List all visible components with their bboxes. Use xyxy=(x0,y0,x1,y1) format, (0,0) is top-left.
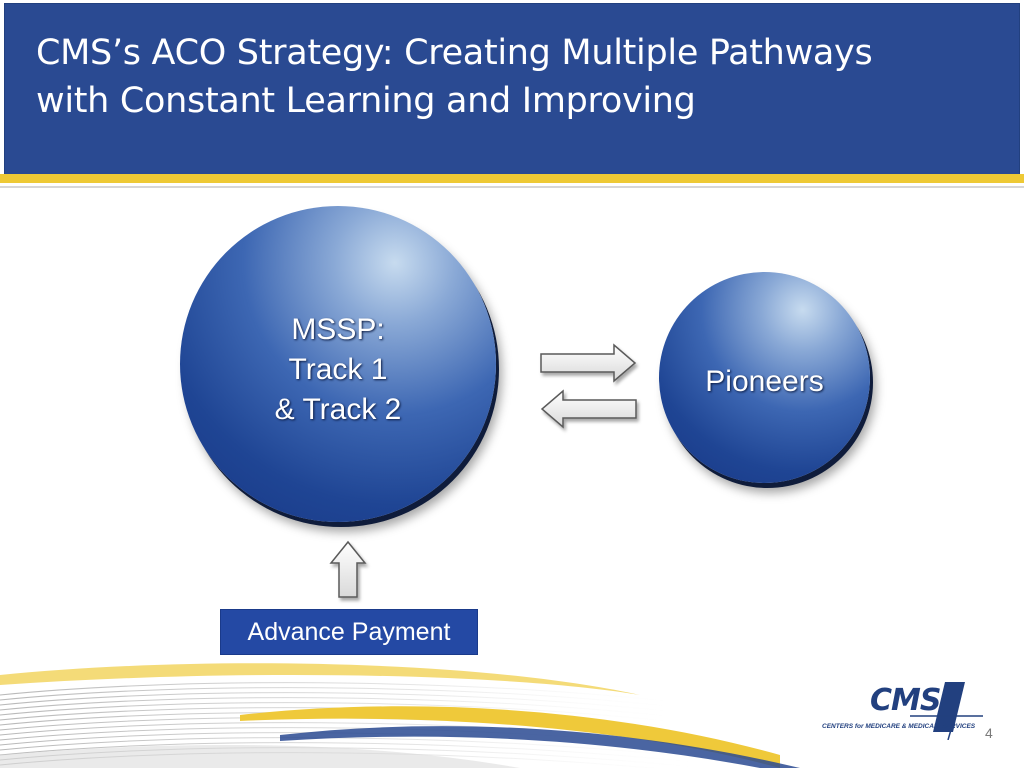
footer-swoosh xyxy=(0,663,800,768)
arrow-left-icon xyxy=(540,389,637,429)
pioneers-circle xyxy=(659,272,870,483)
mssp-label-line1: MSSP: xyxy=(291,313,385,346)
header-accent-bar xyxy=(0,174,1024,183)
cms-logo-subtitle: CENTERS for MEDICARE & MEDICAID SERVICES xyxy=(822,723,976,730)
cms-logo-icon xyxy=(910,682,983,740)
mssp-label-line2: Track 1 xyxy=(288,353,388,386)
header-divider xyxy=(0,186,1024,188)
arrow-right-icon xyxy=(540,343,637,383)
slide-header: CMS’s ACO Strategy: Creating Multiple Pa… xyxy=(4,3,1020,175)
advance-payment-box: Advance Payment xyxy=(220,609,478,655)
mssp-circle xyxy=(180,206,496,522)
pioneers-label: Pioneers xyxy=(705,365,824,398)
cms-logo-text: CMS xyxy=(870,683,941,718)
slide-title: CMS’s ACO Strategy: Creating Multiple Pa… xyxy=(36,33,873,121)
arrow-up-icon xyxy=(329,540,367,598)
mssp-label-line3: & Track 2 xyxy=(274,393,402,426)
page-number: 4 xyxy=(985,725,993,741)
